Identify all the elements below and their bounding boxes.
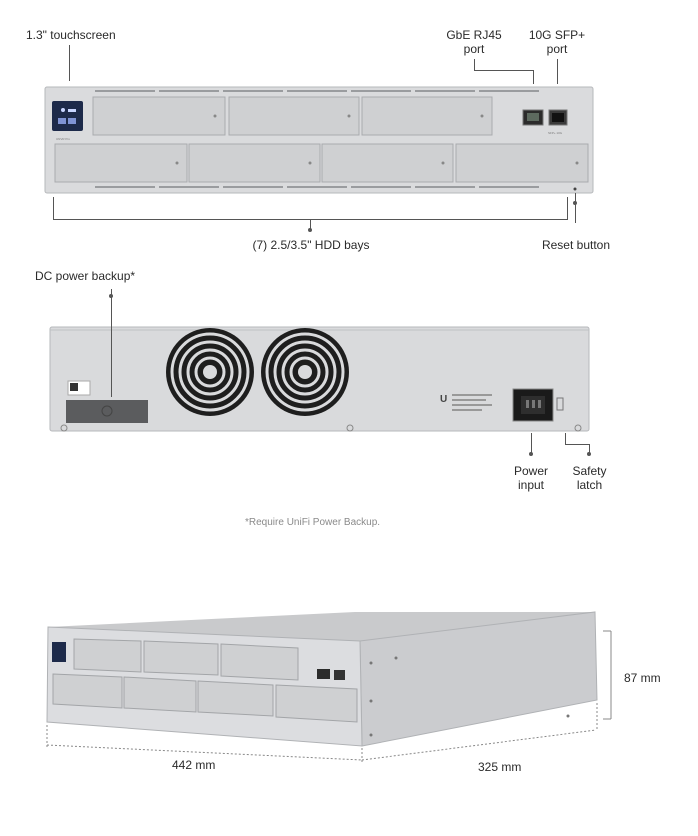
width-dimension: 442 mm [168,758,220,772]
svg-text:SFP+ 10G: SFP+ 10G [548,131,563,135]
safety-latch-label: Safety latch [572,464,607,492]
depth-dimension: 325 mm [474,760,526,774]
fan-left [166,328,254,416]
sfp-port-label: 10G SFP+ port [528,28,586,56]
touchscreen-label: 1.3" touchscreen [26,28,116,42]
drive-bays-top-row [92,96,493,136]
fan-right [261,328,349,416]
power-input-label: Power input [513,464,548,492]
dc-power-label: DC power backup* [35,269,136,283]
reset-button [573,187,577,191]
height-dimension: 87 mm [624,671,661,685]
footnote: *Require UniFi Power Backup. [245,517,381,528]
gbe-port-label: GbE RJ45 port [446,28,502,56]
drive-bays-bottom-row [54,143,589,183]
svg-text:U: U [440,394,447,405]
hdd-bays-label: (7) 2.5/3.5" HDD bays [252,238,370,252]
dc-power-port [66,400,148,423]
perspective-touchscreen [52,642,66,662]
svg-text:UNVR Pro: UNVR Pro [56,137,70,141]
safety-latch [556,397,564,411]
reset-button-label: Reset button [541,238,611,252]
